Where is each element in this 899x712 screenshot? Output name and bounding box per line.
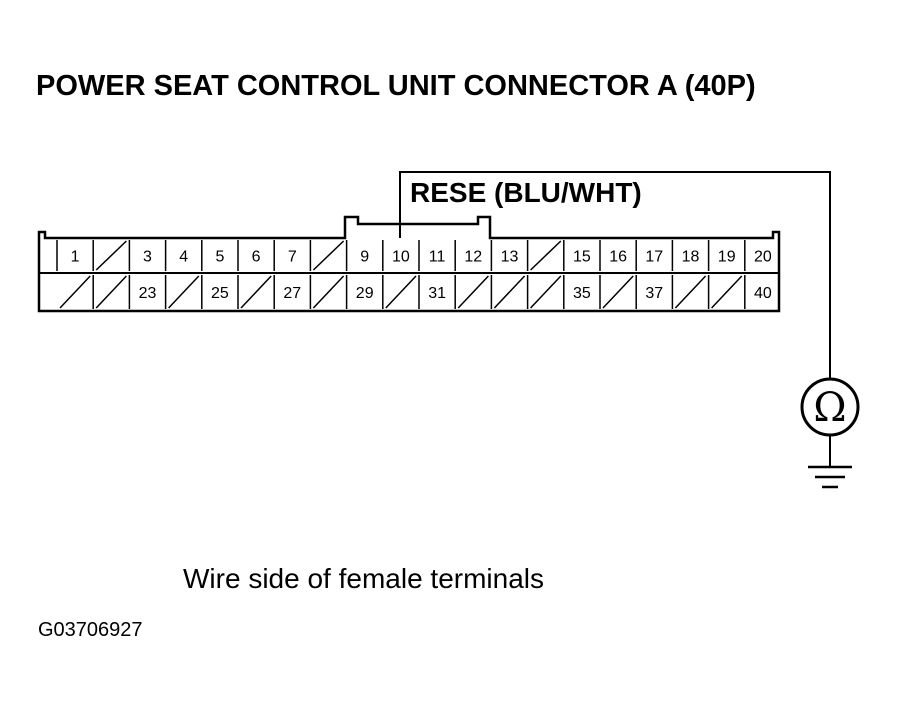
terminal-40-label: 40: [754, 285, 772, 302]
terminal-10-label: 10: [392, 249, 410, 266]
terminal-25-label: 25: [211, 285, 229, 302]
connector-housing: [37, 215, 781, 313]
terminal-29-label: 29: [356, 285, 374, 302]
bottom-row-empty-cavity-13: [493, 275, 526, 309]
figure-caption: Wire side of female terminals: [183, 563, 545, 594]
top-row-empty-cavity-14: [530, 240, 562, 271]
terminal-5-label: 5: [215, 249, 224, 266]
terminal-27-label: 27: [283, 285, 301, 302]
wire-label: RESE (BLU/WHT): [410, 177, 642, 208]
terminal-19-label: 19: [718, 249, 736, 266]
top-row-empty-cavity-2: [95, 240, 127, 271]
bottom-row-empty-cavity-16: [602, 275, 634, 309]
ground-icon: [808, 465, 852, 489]
terminal-23-label: 23: [139, 285, 157, 302]
terminal-18-label: 18: [682, 249, 700, 266]
diagram-title: POWER SEAT CONTROL UNIT CONNECTOR A (40P…: [36, 70, 756, 102]
top-row-empty-cavity-8: [312, 240, 345, 271]
bottom-row-empty-cavity-19: [711, 275, 743, 309]
bottom-row-empty-cavity-14: [530, 275, 562, 309]
bottom-row-empty-cavity-1: [59, 275, 91, 309]
figure-id: G03706927: [38, 619, 143, 641]
bottom-row-empty-cavity-10: [385, 275, 417, 309]
terminal-6-label: 6: [252, 249, 261, 266]
terminal-20-label: 20: [754, 249, 772, 266]
test-lead-wire: [399, 171, 831, 383]
bottom-row-empty-cavity-12: [457, 275, 489, 309]
terminal-3-label: 3: [143, 249, 152, 266]
terminal-9-label: 9: [360, 249, 369, 266]
bottom-row-empty-cavity-4: [168, 275, 200, 309]
bottom-row-empty-cavity-8: [312, 275, 345, 309]
terminal-4-label: 4: [179, 249, 188, 266]
terminal-31-label: 31: [428, 285, 446, 302]
terminal-16-label: 16: [609, 249, 627, 266]
terminal-15-label: 15: [573, 249, 591, 266]
bottom-row-empty-cavity-18: [674, 275, 707, 309]
terminal-37-label: 37: [645, 285, 663, 302]
ohm-symbol: Ω: [813, 385, 846, 431]
bottom-row-empty-cavity-6: [240, 275, 272, 309]
terminal-12-label: 12: [464, 249, 482, 266]
terminal-35-label: 35: [573, 285, 591, 302]
terminal-7-label: 7: [288, 249, 297, 266]
bottom-row-cavities: 23 25 27 29 31 35 37 40: [59, 275, 772, 309]
terminal-17-label: 17: [645, 249, 663, 266]
terminal-11-label: 11: [429, 249, 446, 266]
terminal-13-label: 13: [501, 249, 519, 266]
terminal-1-label: 1: [71, 249, 80, 266]
bottom-row-empty-cavity-2: [95, 275, 127, 309]
